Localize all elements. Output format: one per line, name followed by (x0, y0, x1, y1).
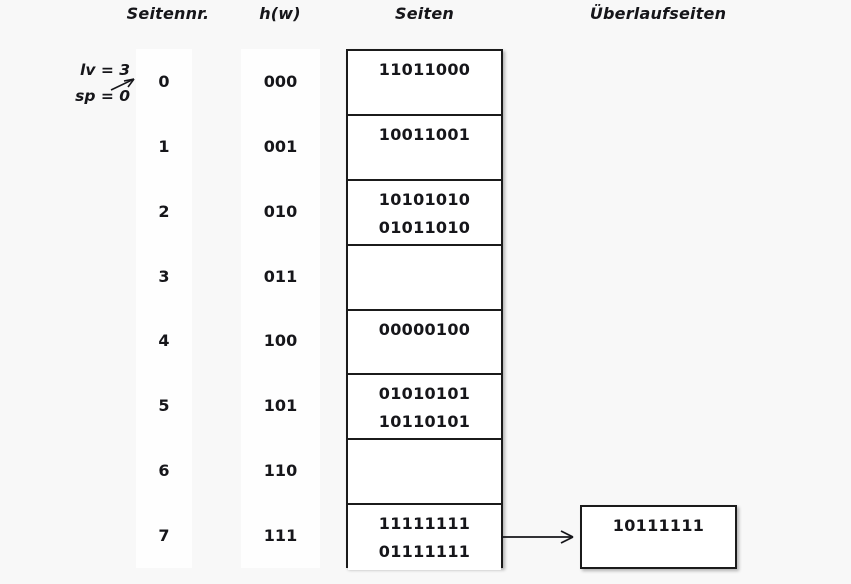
overflow-page-box: 10111111 (580, 505, 737, 569)
split-pointer-arrow-icon (110, 78, 135, 91)
column-header-seitennr: Seitennr. (126, 4, 210, 23)
page-row (348, 245, 501, 311)
page-row: 10101010 01011010 (348, 180, 501, 246)
seitennr-column: 0 1 2 3 4 5 6 7 (136, 49, 192, 568)
hw-cell: 010 (263, 201, 298, 221)
page-row: 11011000 (348, 51, 501, 116)
record-value: 01011010 (378, 217, 471, 237)
record-value: 01010101 (378, 384, 471, 404)
seitennr-cell: 0 (158, 71, 170, 91)
param-sp: sp = 0 (75, 87, 130, 105)
param-lv: lv = 3 (80, 61, 130, 79)
hw-column-strip (241, 49, 320, 568)
seitennr-cell: 4 (158, 331, 170, 351)
record-value: 11011000 (378, 60, 471, 79)
seitennr-cell: 6 (158, 461, 170, 481)
parameter-annotation: lv = 3 sp = 0 (34, 57, 130, 109)
seitennr-cell: 5 (158, 396, 170, 416)
column-header-hw: h(w) (259, 4, 301, 23)
page-row: 01010101 10110101 (348, 375, 501, 441)
record-value: 10110101 (378, 412, 471, 432)
hw-column: 000 001 010 011 100 101 110 111 (241, 49, 320, 568)
hw-cell: 011 (263, 266, 298, 286)
seitennr-column-strip (136, 49, 192, 568)
column-header-ueberlaufseiten: Überlaufseiten (589, 4, 727, 23)
hw-cell: 110 (263, 461, 298, 481)
hw-cell: 111 (263, 526, 298, 546)
page-row: 00000100 (348, 310, 501, 376)
record-value: 00000100 (378, 319, 471, 339)
pages-table: 11011000 10011001 10101010 01011010 0000… (346, 49, 503, 570)
page-row: 11111111 01111111 (348, 505, 501, 570)
seitennr-cell: 2 (158, 201, 170, 221)
page-row: 10011001 (348, 115, 501, 181)
column-header-seiten: Seiten (395, 4, 454, 23)
record-value: 10011001 (378, 124, 471, 144)
overflow-link-arrow-icon (501, 530, 574, 544)
record-value: 01111111 (378, 542, 471, 562)
seitennr-cell: 3 (158, 266, 170, 286)
seitennr-cell: 7 (158, 526, 170, 546)
hw-cell: 000 (263, 71, 298, 91)
record-value: 11111111 (378, 514, 471, 534)
record-value: 10101010 (378, 189, 471, 209)
hw-cell: 101 (263, 396, 298, 416)
hw-cell: 001 (263, 136, 298, 156)
hw-cell: 100 (263, 331, 298, 351)
record-value: 10111111 (612, 516, 705, 535)
seitennr-cell: 1 (158, 136, 170, 156)
page-row (348, 440, 501, 506)
